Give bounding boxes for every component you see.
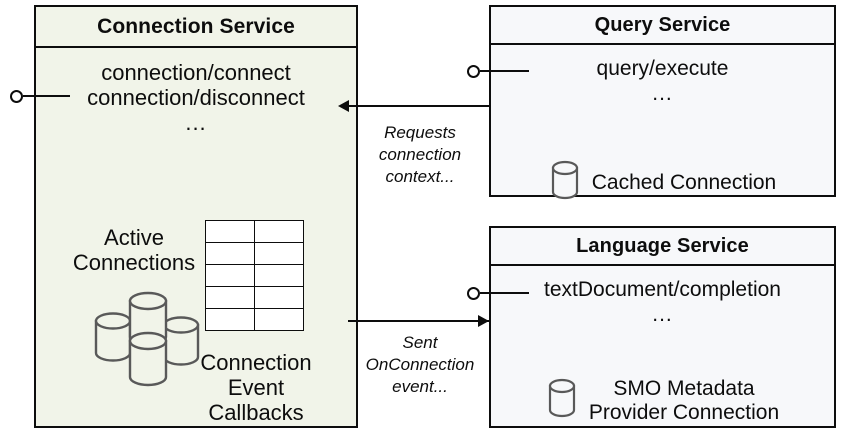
edge-label-line1: Sent: [402, 333, 438, 352]
active-connections-label-line2: Connections: [72, 249, 196, 275]
arrow-head-right-icon: [478, 315, 489, 327]
lollipop-stick: [23, 95, 70, 97]
table-row: [205, 220, 304, 243]
smo-metadata-provider-row: SMO Metadata Provider Connection: [491, 376, 834, 425]
smo-metadata-provider-label: SMO Metadata Provider Connection: [589, 377, 779, 424]
cached-connection-row: Cached Connection: [491, 158, 834, 207]
component-connection-service[interactable]: Connection Service connection/connect co…: [34, 5, 358, 428]
query-service-body: query/execute ... Cached Connection: [491, 45, 834, 200]
query-service-title: Query Service: [491, 7, 834, 45]
table-cell: [205, 264, 255, 287]
language-service-title: Language Service: [491, 228, 834, 266]
table-cell: [254, 220, 304, 243]
language-service-endpoint-list: textDocument/completion ...: [491, 266, 834, 325]
table-cell: [254, 264, 304, 287]
database-cylinder-icon: [546, 376, 578, 425]
endpoint-textdocument-completion: textDocument/completion: [544, 278, 781, 301]
database-cluster-icon: [86, 291, 208, 396]
connection-event-callbacks-label: Connection Event Callbacks: [188, 350, 324, 426]
table-row: [205, 242, 304, 265]
connection-service-endpoint-list: connection/connect connection/disconnect…: [36, 48, 356, 134]
table-cell: [205, 308, 255, 331]
connection-event-callbacks-table: [205, 220, 304, 331]
edge-query-to-connection-label: Requests connection context...: [345, 122, 495, 187]
callbacks-label-line3: Callbacks: [208, 399, 304, 425]
table-cell: [254, 286, 304, 309]
callbacks-label-line2: Event: [227, 374, 285, 400]
connection-service-title: Connection Service: [36, 7, 356, 48]
edge-connection-to-language-line: [348, 320, 489, 322]
endpoint-query-execute: query/execute: [596, 57, 729, 80]
endpoint-connection-disconnect: connection/disconnect: [87, 84, 305, 110]
edge-label-line3: event...: [392, 376, 448, 396]
lollipop-stick: [480, 292, 529, 294]
language-service-provided-interface-icon[interactable]: [467, 283, 529, 303]
component-language-service[interactable]: Language Service textDocument/completion…: [489, 226, 836, 428]
active-connections-label-line1: Active: [104, 225, 164, 250]
active-connections-label: Active Connections: [44, 225, 224, 276]
database-cylinder-icon: [549, 158, 581, 207]
edge-label-line1: Requests: [384, 123, 456, 142]
table-cell: [205, 220, 255, 243]
connection-service-provided-interface-icon[interactable]: [10, 86, 70, 106]
query-service-provided-interface-icon[interactable]: [467, 61, 529, 81]
lollipop-ball-icon: [467, 286, 480, 300]
connection-service-ellipsis: ...: [185, 110, 207, 136]
edge-connection-to-language-label: Sent OnConnection event...: [345, 332, 495, 397]
table-row: [205, 286, 304, 309]
table-row: [205, 308, 304, 331]
cached-connection-label: Cached Connection: [591, 170, 777, 194]
smo-label-line1: SMO Metadata: [613, 376, 755, 400]
component-query-service[interactable]: Query Service query/execute ... Cached C…: [489, 5, 836, 200]
table-row: [205, 264, 304, 287]
edge-label-line2: connection: [378, 144, 462, 164]
edge-label-line2: OnConnection: [365, 354, 475, 374]
arrow-head-left-icon: [338, 100, 349, 112]
lollipop-stick: [480, 70, 529, 72]
edge-query-to-connection-line: [348, 105, 489, 107]
table-cell: [254, 242, 304, 265]
smo-label-line2: Provider Connection: [588, 400, 780, 424]
query-service-ellipsis: ...: [652, 81, 673, 105]
edge-label-line3: context...: [385, 166, 455, 186]
callbacks-label-line1: Connection: [200, 350, 312, 375]
query-service-endpoint-list: query/execute ...: [491, 45, 834, 104]
connection-service-body: connection/connect connection/disconnect…: [36, 48, 356, 424]
language-service-ellipsis: ...: [652, 302, 673, 326]
lollipop-ball-icon: [467, 64, 480, 78]
table-cell: [205, 286, 255, 309]
endpoint-connection-connect: connection/connect: [101, 60, 291, 85]
table-cell: [254, 308, 304, 331]
table-cell: [205, 242, 255, 265]
language-service-body: textDocument/completion ... SMO Metadata…: [491, 266, 834, 424]
lollipop-ball-icon: [10, 89, 23, 103]
